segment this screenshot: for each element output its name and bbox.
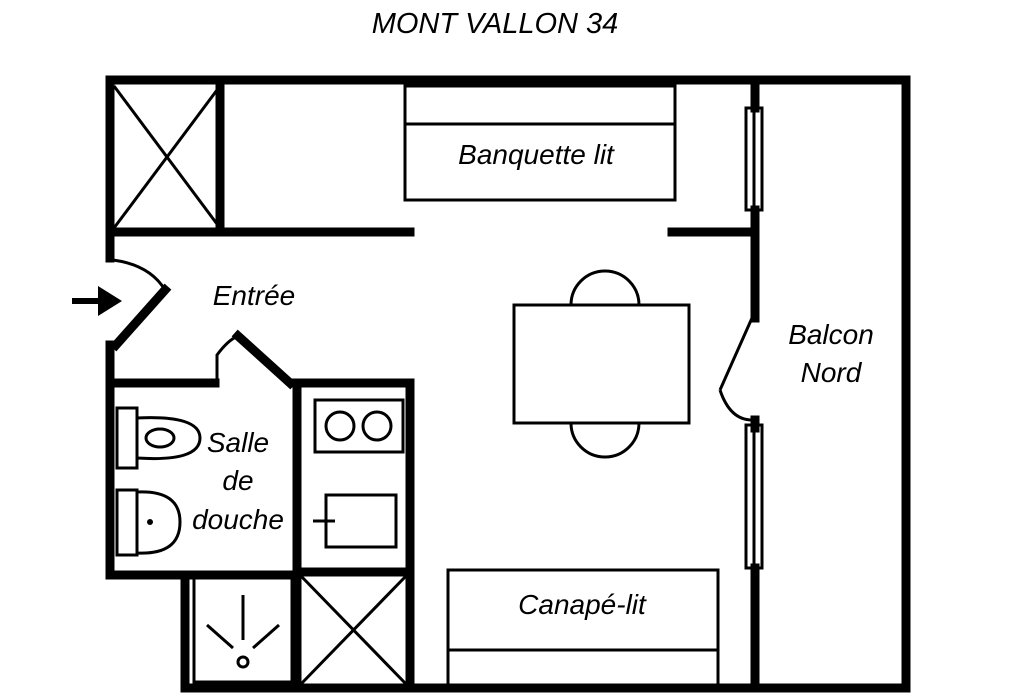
bathroom-walls xyxy=(105,378,415,693)
shower xyxy=(192,576,294,684)
entry-arrow-icon xyxy=(72,286,122,316)
toilet-icon xyxy=(115,406,202,470)
bathroom-door xyxy=(215,329,297,390)
salle-label-line2: de xyxy=(222,465,253,496)
banquette-label: Banquette lit xyxy=(458,139,615,170)
plan-title: MONT VALLON 34 xyxy=(372,8,619,40)
canape-label: Canapé-lit xyxy=(518,589,647,620)
balcony-door xyxy=(718,317,754,422)
banquette-lit: Banquette lit xyxy=(403,84,677,202)
closet-kitchen xyxy=(292,567,415,686)
sink-icon xyxy=(115,488,182,557)
entry-door xyxy=(109,258,172,352)
stove-icon xyxy=(313,398,405,454)
balcony-window-lower xyxy=(744,423,764,570)
closet-top-left xyxy=(112,75,225,237)
balcony-window-upper xyxy=(744,106,764,212)
balcon-label-line1: Balcon xyxy=(788,319,874,350)
balcon-label-line2: Nord xyxy=(801,357,863,388)
salle-label-line1: Salle xyxy=(207,427,269,458)
kitchen-sink xyxy=(313,493,398,549)
salle-label-line3: douche xyxy=(192,504,284,535)
dining-table xyxy=(512,269,691,459)
shower-drain-icon xyxy=(206,595,280,669)
entree-label: Entrée xyxy=(213,280,296,311)
canape-lit: Canapé-lit xyxy=(446,568,720,687)
